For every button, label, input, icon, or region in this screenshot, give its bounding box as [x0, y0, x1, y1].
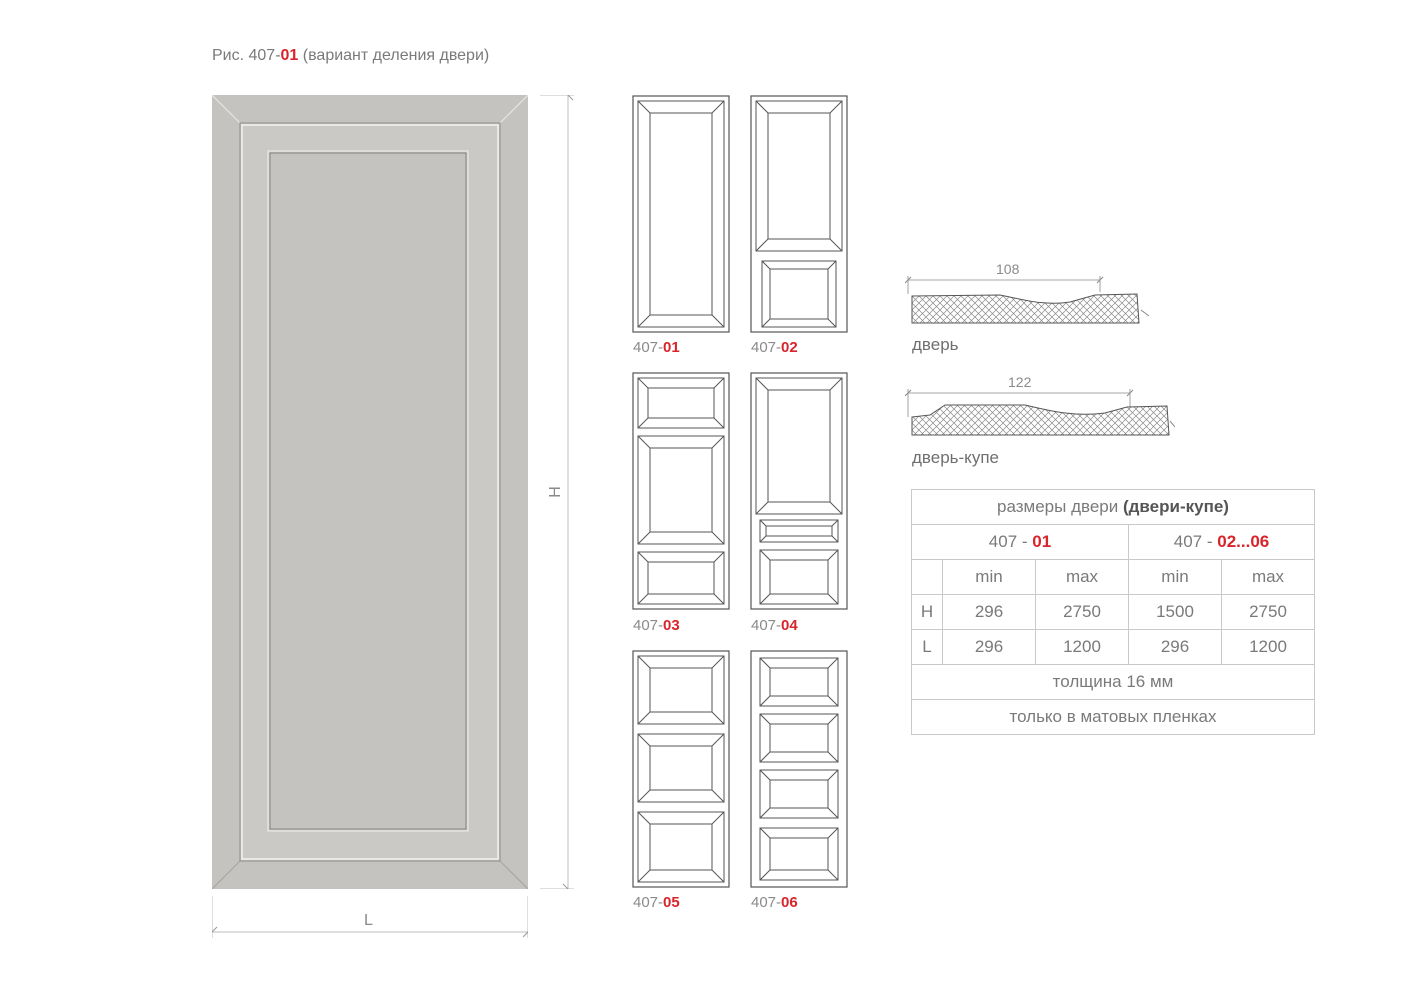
variant-thumb-02	[750, 95, 848, 333]
variant-thumb-03	[632, 372, 730, 610]
door-size-table: размеры двери (двери-купе) 407 - 01 407 …	[911, 489, 1315, 735]
variant-thumb-01	[632, 95, 730, 333]
table-row: H 296 2750 1500 2750	[911, 594, 1315, 630]
thickness-note: толщина 16 мм	[911, 664, 1315, 700]
variant-label-03: 407-03	[633, 617, 680, 634]
variant-label-01: 407-01	[633, 339, 680, 356]
variant-label-06: 407-06	[751, 894, 798, 911]
variant-label-05: 407-05	[633, 894, 680, 911]
variant-thumb-06	[750, 650, 848, 888]
finish-note: только в матовых пленках	[911, 699, 1315, 735]
height-label: H	[546, 486, 564, 498]
col-min: min	[1128, 559, 1222, 595]
variant-label-02: 407-02	[751, 339, 798, 356]
width-dimension-line	[212, 896, 528, 938]
col-max: max	[1035, 559, 1129, 595]
variant-thumb-04	[750, 372, 848, 610]
figure-title-number: 01	[280, 47, 299, 64]
width-label: L	[364, 912, 373, 929]
table-row: L 296 1200 296 1200	[911, 629, 1315, 665]
sliding-door-profile-width: 122	[1008, 374, 1032, 390]
sliding-door-profile-caption: дверь-купе	[912, 448, 999, 467]
sliding-door-profile-section	[905, 389, 1175, 436]
variant-thumb-05	[632, 650, 730, 888]
group-header-02-06: 407 - 02...06	[1128, 524, 1315, 560]
figure-title-prefix: Рис. 407-	[212, 47, 281, 64]
corner-cell	[911, 559, 943, 595]
group-header-01: 407 - 01	[911, 524, 1129, 560]
main-door-illustration	[212, 95, 528, 889]
variant-label-04: 407-04	[751, 617, 798, 634]
height-dimension-line	[540, 95, 574, 889]
col-max: max	[1221, 559, 1315, 595]
door-profile-section	[905, 276, 1150, 324]
figure-title-suffix: (вариант деления двери)	[298, 47, 490, 64]
figure-title: Рис. 407-01 (вариант деления двери)	[212, 47, 489, 65]
door-profile-caption: дверь	[912, 335, 959, 354]
table-title: размеры двери (двери-купе)	[911, 489, 1315, 525]
door-profile-width: 108	[996, 261, 1020, 277]
col-min: min	[942, 559, 1036, 595]
